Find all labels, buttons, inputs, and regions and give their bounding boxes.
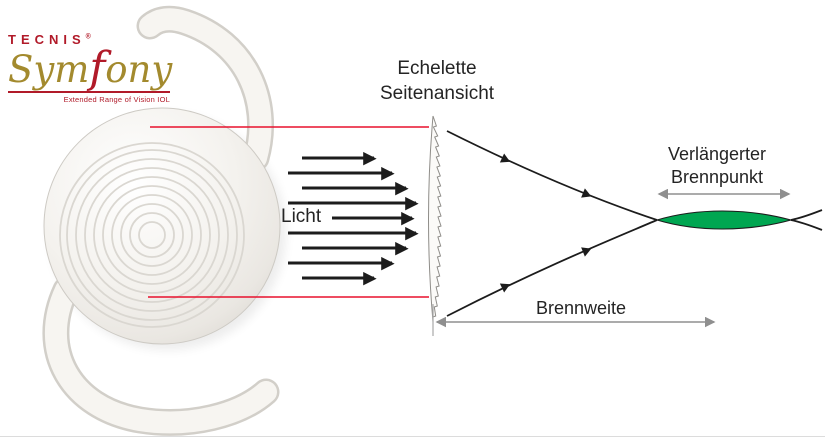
brand-text: TECNIS bbox=[8, 32, 86, 47]
lens-diffractive-rings bbox=[59, 142, 245, 328]
echelette-label-line1: Echelette bbox=[397, 58, 477, 79]
ray-arrowhead bbox=[581, 188, 592, 198]
ray-exit-upper bbox=[790, 209, 823, 221]
ray-lower bbox=[446, 219, 658, 317]
echelette-label: Echelette Seitenansicht bbox=[380, 56, 494, 106]
diffractive-ring bbox=[111, 194, 193, 276]
ray-arrowhead bbox=[581, 247, 592, 257]
extended-focus-label: Verlängerter Brennpunkt bbox=[668, 143, 766, 189]
ray-exit-lower bbox=[790, 219, 823, 231]
logo-underline bbox=[8, 91, 170, 93]
echelette-label-line2: Seitenansicht bbox=[379, 83, 495, 104]
product-name: Symfony bbox=[8, 47, 176, 91]
product-name-suffix: ony bbox=[105, 48, 173, 91]
echelette-profile bbox=[428, 115, 442, 323]
diffractive-ring bbox=[120, 203, 184, 267]
lens-haptic-top bbox=[136, 5, 274, 172]
brand-name: TECNIS® bbox=[8, 32, 176, 47]
diffractive-ring bbox=[66, 149, 238, 321]
ray-upper bbox=[446, 130, 658, 221]
lens-haptic-bottom bbox=[42, 276, 280, 436]
logo-tagline: Extended Range of Vision IOL bbox=[63, 95, 170, 104]
light-arrows-group bbox=[288, 151, 419, 286]
ray-arrowhead bbox=[499, 283, 511, 293]
registered-mark: ® bbox=[85, 33, 91, 41]
tecnis-symfony-logo: TECNIS® Symfony Extended Range of Vision… bbox=[8, 32, 176, 104]
extended-focus-region bbox=[655, 210, 794, 230]
focal-length-label: Brennweite bbox=[535, 298, 627, 318]
extended-focus-label-line2: Brennpunkt bbox=[670, 167, 764, 187]
diffractive-ring bbox=[84, 167, 220, 303]
product-name-prefix: Sym bbox=[8, 48, 90, 91]
ray-arrowhead bbox=[499, 153, 511, 163]
diffractive-ring bbox=[59, 142, 245, 328]
product-name-f: f bbox=[89, 43, 106, 93]
light-label: Licht bbox=[281, 206, 322, 227]
diffractive-ring bbox=[102, 185, 202, 285]
extended-focus-label-line1: Verlängerter bbox=[667, 144, 767, 164]
diffractive-ring bbox=[93, 176, 211, 294]
diffractive-ring bbox=[75, 158, 229, 312]
iol-lens-render bbox=[42, 5, 286, 436]
diffractive-ring bbox=[129, 212, 175, 258]
diffractive-ring bbox=[138, 221, 166, 249]
